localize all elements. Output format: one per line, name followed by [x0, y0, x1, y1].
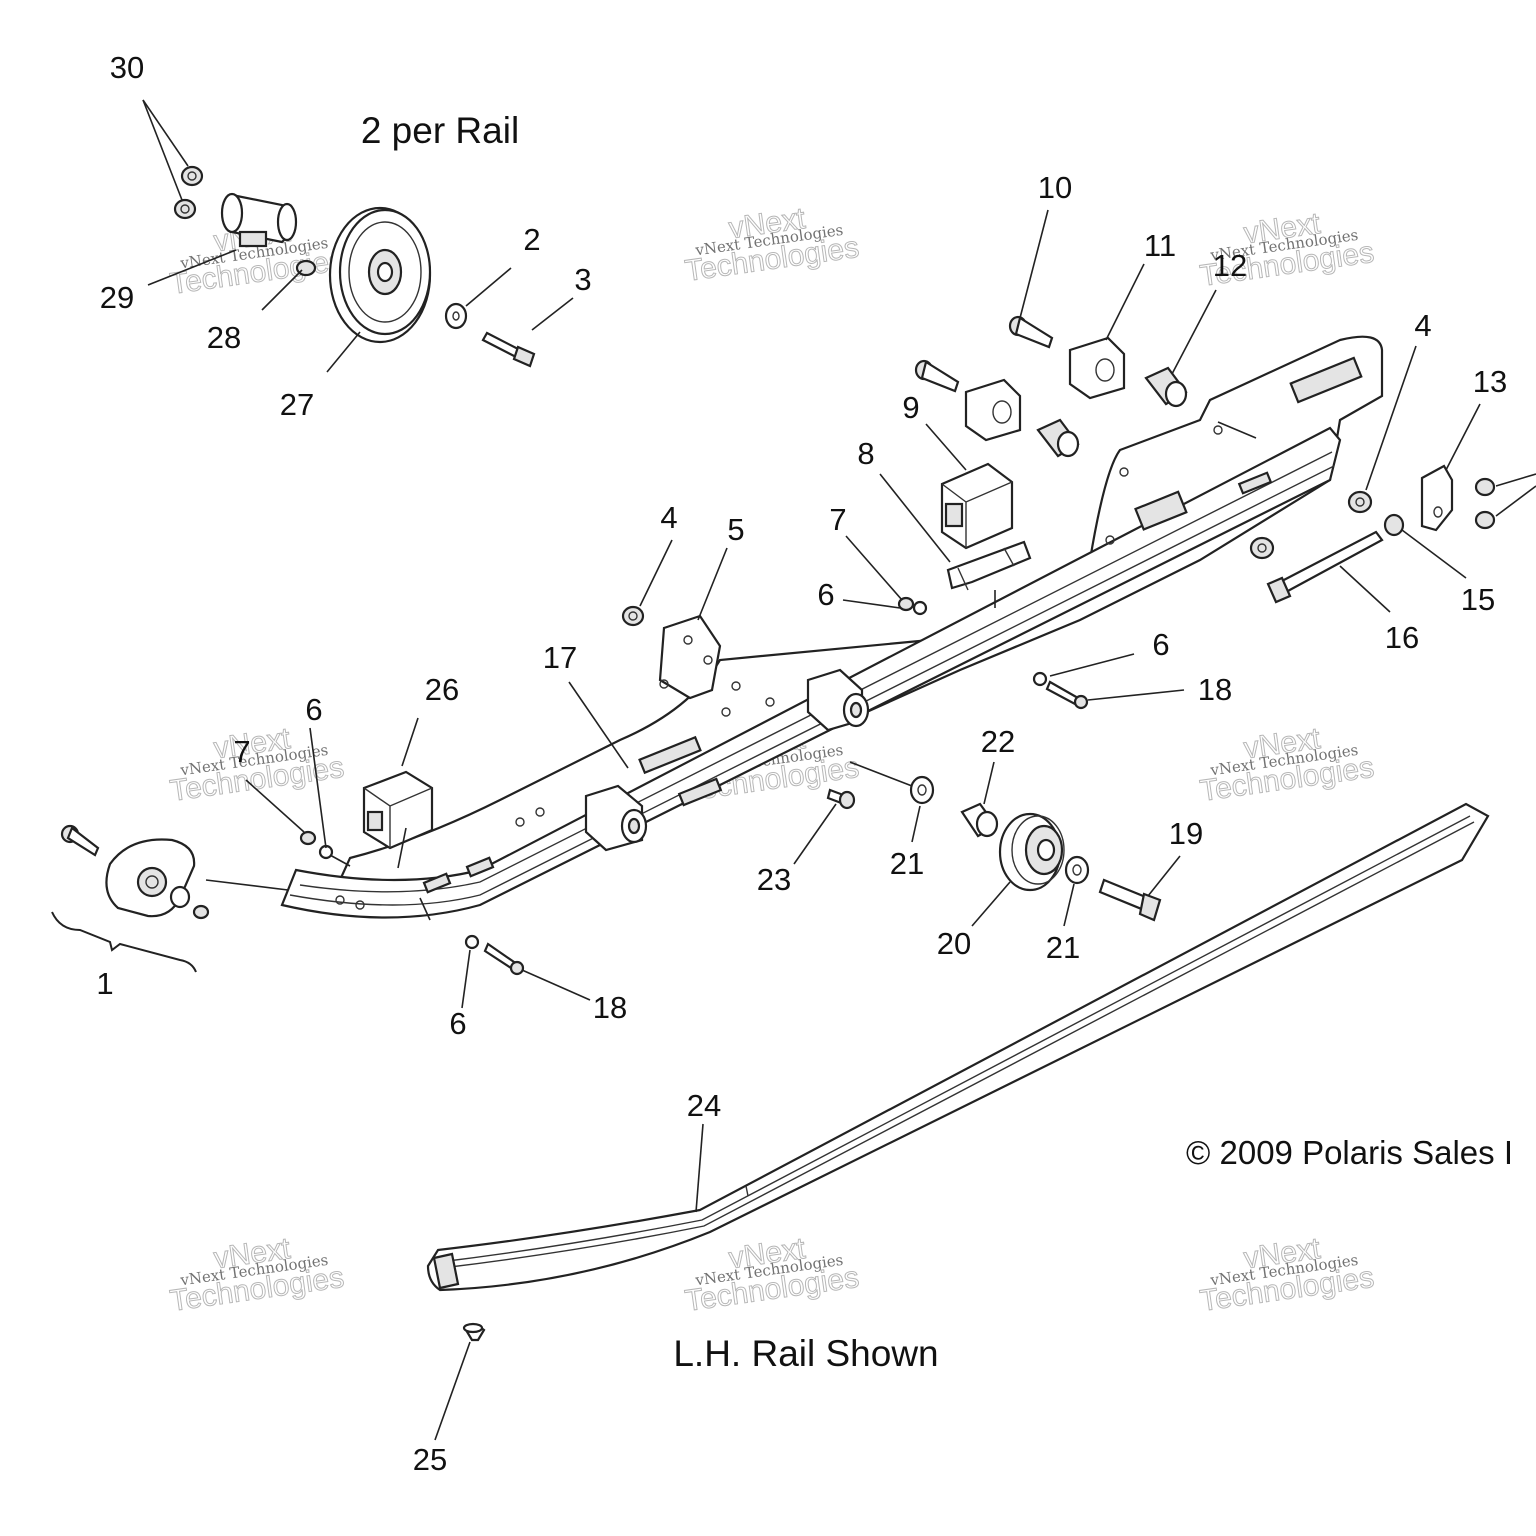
callout-20: 20 — [937, 926, 971, 961]
wheel-assembly — [173, 165, 536, 368]
watermark: vNext vNext Technologies Technologies — [1198, 1231, 1377, 1318]
callout-8: 8 — [857, 436, 874, 471]
part-nut-4b[interactable] — [1249, 536, 1275, 560]
part-bolt-18b[interactable] — [1045, 680, 1089, 710]
bracket-1 — [51, 911, 197, 973]
part-bolt-13a[interactable] — [1474, 477, 1496, 497]
part-bushing-11b[interactable] — [964, 378, 1022, 442]
part-bushing-11[interactable] — [1068, 336, 1126, 400]
callout-17: 17 — [543, 640, 577, 675]
copyright-text: © 2009 Polaris Sales I — [1186, 1134, 1513, 1171]
callout-9: 9 — [902, 390, 919, 425]
part-sleeve-12b[interactable] — [1036, 418, 1080, 458]
part-axle-housing-29[interactable] — [220, 192, 298, 248]
callout-26: 26 — [425, 672, 459, 707]
part-spacer-22[interactable] — [960, 802, 999, 838]
callout-labels: 30 2 3 29 28 27 10 11 12 4 13 9 8 7 6 16… — [96, 50, 1507, 1477]
part-slide-block-26[interactable] — [362, 770, 434, 850]
part-slide-block-9[interactable] — [940, 462, 1014, 550]
callout-11: 11 — [1144, 228, 1176, 263]
part-bolt-3[interactable] — [481, 331, 536, 368]
callout-19: 19 — [1169, 816, 1203, 851]
watermark: vNext vNext Technologies Technologies — [1198, 721, 1377, 808]
callout-6-right: 6 — [1152, 627, 1169, 662]
rail-axle-block-front — [806, 668, 870, 732]
part-bolt-13b[interactable] — [1474, 510, 1496, 530]
rail-axle-block-rear — [584, 784, 648, 852]
part-nut-7[interactable] — [897, 596, 915, 612]
part-wear-strip-24[interactable] — [426, 802, 1490, 1292]
watermark: vNext vNext Technologies Technologies — [683, 201, 862, 288]
callout-28: 28 — [207, 320, 241, 355]
callout-5: 5 — [727, 512, 744, 547]
part-nut-4[interactable] — [1347, 490, 1373, 514]
callout-4-mid: 4 — [660, 500, 677, 535]
callout-3: 3 — [574, 262, 591, 297]
leader-lines — [142, 99, 1536, 1441]
part-sleeve-12[interactable] — [1144, 366, 1188, 408]
callout-13: 13 — [1473, 364, 1507, 399]
watermarks: vNext vNext Technologies Technologies vN… — [168, 201, 1377, 1318]
callout-22: 22 — [981, 724, 1015, 759]
part-cap-bolt-1[interactable] — [60, 824, 100, 857]
part-nut-30b[interactable] — [173, 198, 197, 220]
part-bolt-10b[interactable] — [914, 359, 960, 393]
callout-6-bottom: 6 — [449, 1006, 466, 1041]
callout-1: 1 — [96, 966, 113, 1001]
watermark: vNext vNext Technologies Technologies — [168, 1231, 347, 1318]
part-washer-6d[interactable] — [1032, 671, 1048, 687]
callout-6-left: 6 — [305, 692, 322, 727]
watermark: vNext vNext Technologies Technologies — [1198, 206, 1377, 293]
part-idler-wheel-20[interactable] — [998, 812, 1065, 892]
callout-6-mid: 6 — [817, 577, 834, 612]
part-idler-wheel-27[interactable] — [328, 206, 432, 344]
callout-15: 15 — [1461, 582, 1495, 617]
front-mounting-hardware — [914, 315, 1496, 604]
footer-note: L.H. Rail Shown — [673, 1333, 938, 1374]
part-bolt-23[interactable] — [826, 788, 856, 810]
callout-23: 23 — [757, 862, 791, 897]
callout-2: 2 — [523, 222, 540, 257]
part-washer-21b[interactable] — [1064, 855, 1090, 885]
part-bracket-13[interactable] — [1420, 464, 1454, 532]
callout-12: 12 — [1213, 248, 1247, 283]
part-nut-15[interactable] — [1383, 513, 1405, 537]
part-clip-8[interactable] — [946, 540, 1032, 591]
part-washer-2[interactable] — [444, 302, 468, 330]
part-bolt-18[interactable] — [483, 942, 525, 976]
part-washer-21[interactable] — [909, 775, 935, 805]
part-rivet-25[interactable] — [462, 1322, 486, 1342]
callout-16: 16 — [1385, 620, 1419, 655]
callout-7-left: 7 — [233, 734, 250, 769]
callout-25: 25 — [413, 1442, 447, 1477]
part-plate-5[interactable] — [658, 614, 722, 700]
callout-29: 29 — [100, 280, 134, 315]
callout-21-upper: 21 — [890, 846, 924, 881]
callout-21-lower: 21 — [1046, 930, 1080, 965]
callout-7-mid: 7 — [829, 502, 846, 537]
part-washer-6c[interactable] — [464, 934, 480, 950]
callout-10: 10 — [1038, 170, 1072, 205]
part-cap-nut-1[interactable] — [192, 904, 210, 920]
part-bolt-19[interactable] — [1098, 878, 1162, 922]
part-nut-4c[interactable] — [621, 605, 645, 627]
callout-24: 24 — [687, 1088, 721, 1123]
part-bolt-16[interactable] — [1266, 530, 1384, 604]
callout-30: 30 — [110, 50, 144, 85]
part-nut-7b[interactable] — [299, 830, 317, 846]
header-note: 2 per Rail — [361, 110, 519, 151]
watermark: vNext vNext Technologies Technologies — [683, 1231, 862, 1318]
part-side-rail-17[interactable] — [280, 335, 1384, 919]
part-cap-washer-1[interactable] — [169, 885, 191, 909]
part-bolt-10[interactable] — [1008, 315, 1054, 349]
part-washer-6[interactable] — [912, 600, 928, 616]
callout-27: 27 — [280, 387, 314, 422]
callout-18-bottom: 18 — [593, 990, 627, 1025]
callout-4-top: 4 — [1414, 308, 1431, 343]
callout-18-right: 18 — [1198, 672, 1232, 707]
part-nut-30a[interactable] — [180, 165, 204, 187]
